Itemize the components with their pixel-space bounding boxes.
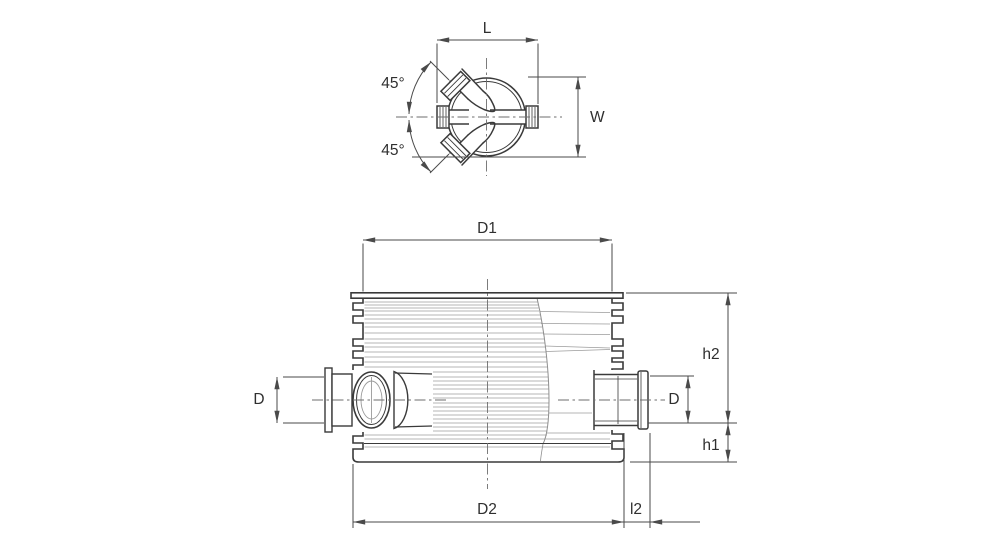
dim-h1 <box>630 423 737 463</box>
dim-label-L: L <box>483 20 492 37</box>
branch-socket-lower <box>439 132 471 164</box>
main-pipe-outline <box>449 109 527 125</box>
dim-l2 <box>624 433 700 528</box>
dim-label-angle-lower: 45° <box>381 142 404 159</box>
dim-label-D-inlet: D <box>253 391 264 408</box>
flow-guide-lower <box>467 121 496 144</box>
dim-D1 <box>362 237 613 292</box>
dim-h2 <box>626 292 737 424</box>
dim-W <box>412 76 586 158</box>
dim-D2 <box>352 433 625 528</box>
dim-label-h1: h1 <box>702 437 719 454</box>
channel-curve <box>536 297 550 462</box>
corrugation-lines <box>364 301 611 448</box>
right-wall <box>611 298 624 371</box>
top-lip <box>350 291 624 299</box>
dim-label-W: W <box>590 109 605 126</box>
dim-label-D2: D2 <box>477 501 497 518</box>
dim-label-D1: D1 <box>477 220 497 237</box>
plan-view: L W 45° 45° <box>381 20 605 176</box>
branch-socket-upper <box>439 70 471 102</box>
base-outline <box>352 430 625 463</box>
plan-centerlines <box>396 58 562 176</box>
dim-angle-lower <box>406 119 450 174</box>
flow-guide-upper <box>467 90 496 113</box>
dim-L <box>436 37 539 104</box>
dim-label-h2: h2 <box>702 346 719 363</box>
elevation-view: D1 D2 l2 h2 h1 <box>253 220 737 528</box>
dim-D-outlet <box>650 375 694 423</box>
dim-angle-upper <box>406 60 450 115</box>
dim-label-angle-upper: 45° <box>381 75 404 92</box>
dim-label-l2: l2 <box>630 501 642 518</box>
dim-D-inlet <box>274 376 324 424</box>
left-wall <box>352 298 364 370</box>
elevation-centerlines <box>312 279 665 489</box>
dim-label-D-outlet: D <box>668 391 679 408</box>
